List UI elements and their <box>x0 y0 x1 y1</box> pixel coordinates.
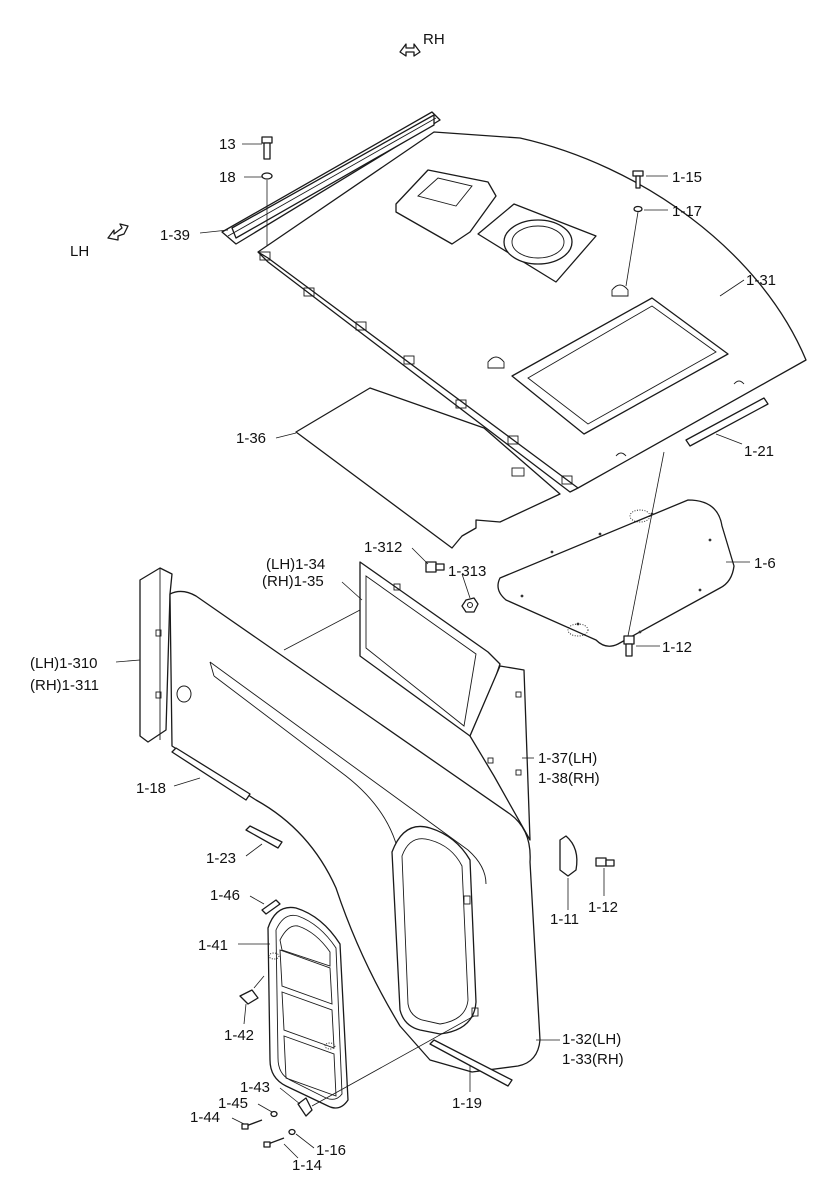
label-1-43: 1-43 <box>240 1079 270 1096</box>
label-1-33-rh: 1-33(RH) <box>562 1051 624 1068</box>
part-1-46-pad <box>261 899 281 915</box>
part-18-washer <box>261 172 273 180</box>
label-1-17: 1-17 <box>672 203 702 220</box>
label-1-39: 1-39 <box>160 227 190 244</box>
part-1-12-bolt-bracket <box>595 857 615 867</box>
part-1-21-strip <box>685 397 769 447</box>
label-1-36: 1-36 <box>236 430 266 447</box>
part-1-32-33-side-trim <box>169 590 541 1073</box>
part-1-15-screw <box>632 170 644 189</box>
part-1-310-311-pillar <box>139 567 173 743</box>
part-1-34-35-trim-panel <box>359 561 501 737</box>
rh-direction-label: RH <box>423 31 445 48</box>
label-lh-1-34: (LH)1-34 <box>266 556 325 573</box>
part-1-19-strip <box>429 1039 513 1087</box>
lh-direction-arrow-icon <box>107 223 129 241</box>
label-rh-1-311: (RH)1-311 <box>30 677 99 694</box>
label-1-12-ceiling: 1-12 <box>662 639 692 656</box>
label-1-23: 1-23 <box>206 850 236 867</box>
label-1-312: 1-312 <box>364 539 402 556</box>
label-1-31: 1-31 <box>746 272 776 289</box>
part-1-43-clip <box>297 1097 313 1117</box>
label-1-44: 1-44 <box>190 1109 220 1126</box>
part-1-18-strip <box>171 747 251 801</box>
label-1-16: 1-16 <box>316 1142 346 1159</box>
lh-direction-label: LH <box>70 243 89 260</box>
label-1-11: 1-11 <box>550 911 579 928</box>
part-1-36-insulation-sheet <box>295 387 561 549</box>
part-1-11-bracket <box>559 835 578 877</box>
part-1-37-38-side-panel <box>469 665 531 841</box>
label-1-38-rh: 1-38(RH) <box>538 770 600 787</box>
label-1-6: 1-6 <box>754 555 776 572</box>
part-1-312-bolt <box>425 561 445 573</box>
part-1-39-rail <box>221 111 441 245</box>
rh-direction-arrow-icon <box>399 43 421 57</box>
part-1-41-window <box>267 906 349 1109</box>
part-1-16-washer <box>288 1128 296 1136</box>
part-1-12-bolt-ceiling <box>623 635 635 657</box>
label-1-42: 1-42 <box>224 1027 254 1044</box>
label-1-46: 1-46 <box>210 887 240 904</box>
label-1-41: 1-41 <box>198 937 228 954</box>
label-1-32-lh: 1-32(LH) <box>562 1031 621 1048</box>
part-1-23-strip <box>245 825 283 849</box>
label-1-37-lh: 1-37(LH) <box>538 750 597 767</box>
label-1-21: 1-21 <box>744 443 774 460</box>
part-1-313-nut <box>461 597 479 613</box>
label-1-18: 1-18 <box>136 780 166 797</box>
label-1-14: 1-14 <box>292 1157 322 1174</box>
part-1-6-ceiling-panel <box>497 499 735 647</box>
part-13-bolt <box>261 136 273 160</box>
part-1-14-screw <box>263 1137 285 1148</box>
label-1-12-bracket: 1-12 <box>588 899 618 916</box>
label-18: 18 <box>219 169 236 186</box>
part-1-17-washer <box>633 205 643 213</box>
label-13: 13 <box>219 136 236 153</box>
part-1-45-washer <box>270 1110 278 1118</box>
label-1-45: 1-45 <box>218 1095 248 1112</box>
part-labels: 13 18 1-39 1-15 1-17 1-31 1-36 1-21 1-31… <box>30 136 776 1174</box>
part-1-42-latch <box>239 989 259 1005</box>
assembly-lines <box>253 609 475 1107</box>
part-1-44-screw <box>241 1119 263 1130</box>
label-1-15: 1-15 <box>672 169 702 186</box>
part-1-31-roof-panel <box>257 131 807 493</box>
label-1-313: 1-313 <box>448 563 486 580</box>
label-lh-1-310: (LH)1-310 <box>30 655 98 672</box>
leader-lines <box>115 143 750 1159</box>
label-rh-1-35: (RH)1-35 <box>262 573 324 590</box>
label-1-19: 1-19 <box>452 1095 482 1112</box>
